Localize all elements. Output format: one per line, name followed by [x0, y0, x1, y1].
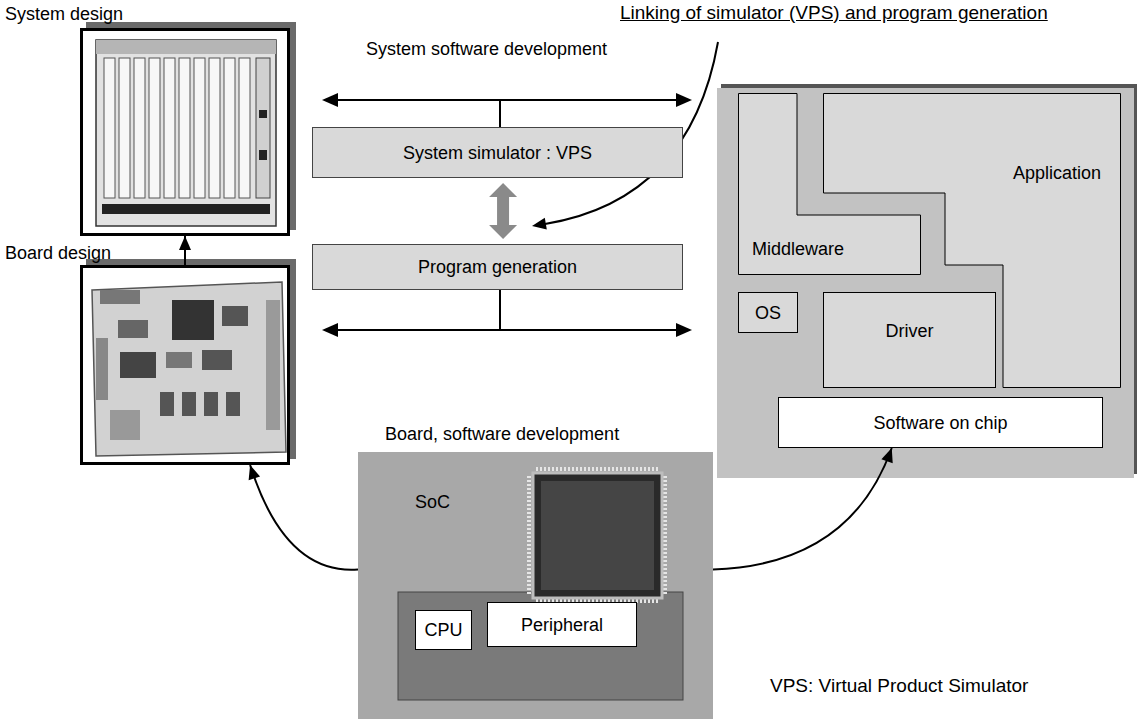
- annotation: Board, software development: [385, 423, 619, 445]
- soc-panel: [358, 452, 713, 719]
- connector: [713, 448, 893, 569]
- board-part: [202, 350, 232, 370]
- chip-pins: [663, 476, 667, 594]
- peripheral-box: Peripheral: [487, 602, 637, 647]
- board-chip: [172, 300, 214, 340]
- soc-core-area: [398, 592, 683, 700]
- block-arrow: [489, 183, 517, 239]
- arrow-head: [322, 323, 338, 337]
- node-label: Peripheral: [521, 615, 603, 635]
- arrow-head: [249, 465, 260, 480]
- chip-body: [533, 473, 662, 598]
- connector: [249, 465, 358, 570]
- node-label: System design: [5, 4, 123, 24]
- connector: [179, 236, 191, 265]
- double-arrow: [322, 290, 692, 337]
- software-layer: OS: [738, 292, 798, 333]
- photo-shadow: [86, 259, 296, 459]
- rack-card: [149, 58, 160, 198]
- connector: [489, 183, 517, 239]
- photo-ground: [80, 265, 290, 465]
- rack-vent: [102, 204, 270, 214]
- process-box: Program generation: [312, 244, 683, 290]
- arrow-head: [676, 323, 692, 337]
- pcb: [92, 282, 286, 456]
- rack-card: [164, 58, 175, 198]
- rack-switch: [259, 110, 267, 118]
- board-relay: [204, 392, 218, 416]
- rack-picture: [96, 40, 276, 226]
- photo-shadow: [86, 22, 296, 230]
- rack-module: [256, 58, 270, 198]
- software-layer: Software on chip: [778, 397, 1103, 448]
- board-connector: [100, 290, 140, 304]
- chip-top: [541, 481, 654, 590]
- node-label: OS: [755, 303, 781, 323]
- rack-card: [224, 58, 235, 198]
- node-label: Software on chip: [873, 413, 1007, 433]
- board-edge-connector: [266, 300, 280, 430]
- tick-line: [499, 290, 501, 330]
- board-chip: [222, 306, 248, 326]
- soc-panel: SoC CPU Peripheral: [358, 452, 713, 719]
- node-label: Board design: [5, 243, 111, 263]
- node-label: Driver: [886, 321, 934, 341]
- node-label: SoC: [415, 492, 450, 512]
- rack-card: [134, 58, 145, 198]
- board-part: [118, 320, 148, 338]
- rack-card: [119, 58, 130, 198]
- board-picture: [92, 282, 286, 456]
- board-photo-box: Board design: [80, 265, 290, 465]
- arrow-line: [334, 99, 680, 101]
- arrow-line: [334, 329, 680, 331]
- node-label: System simulator : VPS: [403, 143, 592, 163]
- leader-head: [532, 218, 547, 230]
- connector-line: [250, 465, 358, 570]
- rack-card: [209, 58, 220, 198]
- chip-pins: [536, 467, 660, 471]
- board-relay: [226, 392, 240, 416]
- rack-card: [104, 58, 115, 198]
- board-relay: [160, 392, 174, 416]
- rack-card: [179, 58, 190, 198]
- software-panel: [717, 88, 1134, 478]
- rack-frame: [96, 40, 276, 226]
- arrow-head: [676, 93, 692, 107]
- arrow-head: [179, 236, 191, 250]
- board-part: [120, 352, 156, 378]
- process-box: System simulator : VPS: [312, 127, 683, 178]
- chip-pins: [527, 476, 531, 594]
- node-label: CPU: [424, 620, 462, 640]
- node-label: Program generation: [418, 257, 577, 277]
- connector-line: [713, 448, 892, 569]
- board-relay: [182, 392, 196, 416]
- node-label: Middleware: [752, 239, 844, 259]
- chip-picture: [529, 469, 665, 601]
- layer-shape: [824, 94, 1121, 388]
- annotation: VPS: Virtual Product Simulator: [770, 675, 1028, 697]
- tick-line: [499, 100, 501, 127]
- board-connector: [96, 338, 108, 400]
- photo-ground: [80, 28, 290, 236]
- rack-switch: [259, 150, 267, 160]
- cpu-box: CPU: [415, 610, 472, 650]
- annotation: System software development: [366, 38, 607, 60]
- annotation: Linking of simulator (VPS) and program g…: [620, 2, 1048, 24]
- arrow-head: [322, 93, 338, 107]
- board-part: [110, 410, 140, 440]
- software-layer: Driver: [823, 292, 996, 388]
- rack-top: [96, 40, 276, 54]
- node-label: Application: [1013, 163, 1101, 183]
- board-part: [166, 352, 192, 368]
- rack-card: [239, 58, 250, 198]
- system-photo-box: System design: [80, 28, 290, 236]
- arrow-head: [881, 448, 892, 463]
- double-arrow: [322, 93, 692, 127]
- rack-card: [194, 58, 205, 198]
